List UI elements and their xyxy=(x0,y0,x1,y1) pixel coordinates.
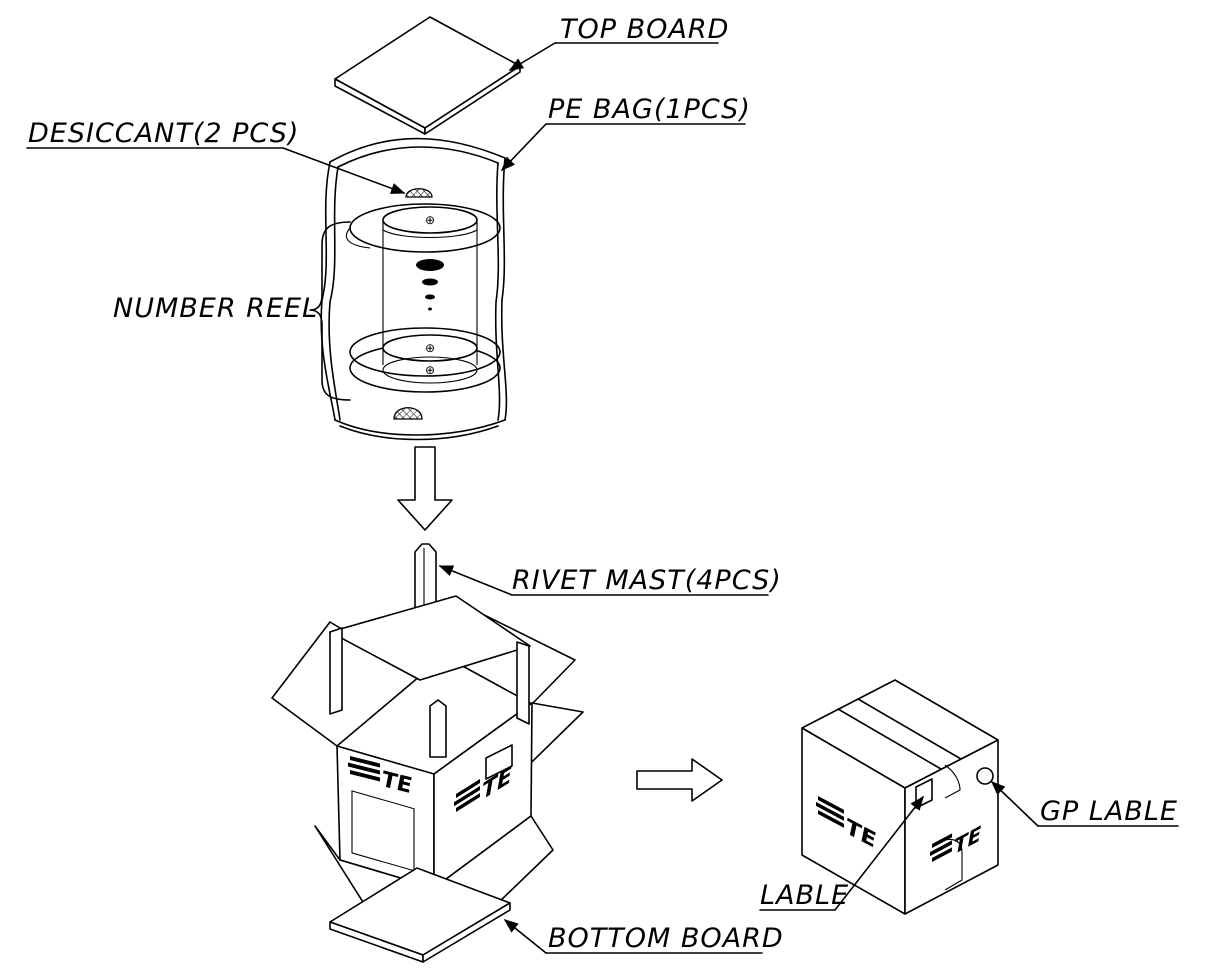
pe-bag-label: PE BAG(1PCS) xyxy=(548,94,751,125)
down-arrow-icon xyxy=(397,446,453,531)
svg-text:⊕: ⊕ xyxy=(425,213,435,227)
lable-label: LABLE xyxy=(760,880,849,911)
rivet-mast-label: RIVET MAST(4PCS) xyxy=(512,565,782,596)
number-reel: ⊕ ⊕ ⊕ xyxy=(345,203,501,393)
top-board xyxy=(334,16,521,135)
svg-text:⊕: ⊕ xyxy=(425,341,435,355)
svg-text:⊕: ⊕ xyxy=(425,363,435,377)
top-board-label: TOP BOARD xyxy=(560,14,729,45)
number-reel-label: NUMBER REEL xyxy=(113,293,318,324)
closed-box xyxy=(801,679,999,915)
open-box xyxy=(271,595,584,963)
number-reel-brace xyxy=(309,221,351,401)
bottom-board-label: BOTTOM BOARD xyxy=(548,923,784,954)
gp-lable-label: GP LABLE xyxy=(1040,796,1178,827)
pe-bag xyxy=(320,137,508,441)
desiccant-label: DESICCANT(2 PCS) xyxy=(28,118,299,149)
right-arrow-icon xyxy=(636,758,723,802)
desiccant-pack-icon xyxy=(393,188,433,420)
leader-lines xyxy=(26,42,1179,954)
